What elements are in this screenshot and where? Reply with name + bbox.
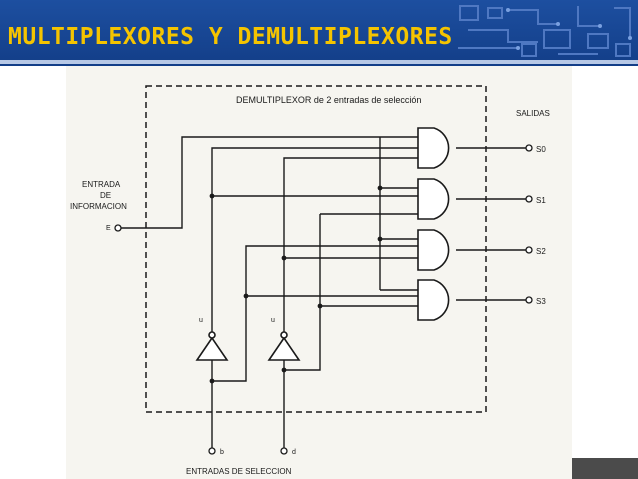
demux-dashed-boundary (145, 85, 487, 413)
wire-e-input (121, 136, 380, 229)
scanned-figure-background (66, 66, 572, 479)
slide-title-bar: MULTIPLEXORES Y DEMULTIPLEXORES (0, 0, 638, 66)
title-divider (0, 60, 638, 64)
output-s2-label: S2 (536, 247, 546, 256)
select-b-terminal (208, 447, 216, 455)
input-title-line3: INFORMACION (70, 202, 127, 211)
circuit-board-decoration (458, 5, 632, 57)
output-s0-terminal (525, 144, 533, 152)
and-gate-s2 (417, 229, 450, 271)
wire-b-bypass (212, 245, 418, 382)
output-s1-terminal (525, 195, 533, 203)
select-title: ENTRADAS DE SELECCION (186, 467, 292, 476)
inverter-d-bubble (280, 331, 288, 339)
wire-junctions (209, 185, 383, 384)
input-title-line1: ENTRADA (82, 180, 121, 189)
input-e-label: E (106, 225, 111, 232)
inverter-d (267, 336, 301, 361)
inverter-b-label: u (199, 317, 203, 324)
circuit-wiring (121, 136, 526, 448)
wire-d-bypass (284, 305, 418, 371)
right-margin-panel (572, 66, 638, 479)
inverter-b (195, 336, 229, 361)
and-gate-s1 (417, 178, 450, 220)
slide-title: MULTIPLEXORES Y DEMULTIPLEXORES (8, 24, 453, 50)
and-gate-s0 (417, 127, 450, 169)
and-gate-s3 (417, 279, 450, 321)
output-s2-terminal (525, 246, 533, 254)
output-s1-label: S1 (536, 196, 546, 205)
input-e-terminal (114, 224, 122, 232)
output-s3-terminal (525, 296, 533, 304)
inverter-b-bubble (208, 331, 216, 339)
inverter-d-label: u (271, 317, 275, 324)
input-title-line2: DE (100, 191, 111, 200)
outputs-title: SALIDAS (516, 109, 550, 118)
output-s3-label: S3 (536, 297, 546, 306)
demux-box-title: DEMULTIPLEXOR de 2 entradas de selección (236, 95, 421, 105)
select-b-label: b (220, 449, 224, 456)
bottom-decoration-strip (572, 458, 638, 479)
wire-b-inverted (211, 147, 418, 332)
select-d-label: d (292, 449, 296, 456)
wire-d-inverted (283, 157, 418, 332)
select-d-terminal (280, 447, 288, 455)
output-s0-label: S0 (536, 145, 546, 154)
